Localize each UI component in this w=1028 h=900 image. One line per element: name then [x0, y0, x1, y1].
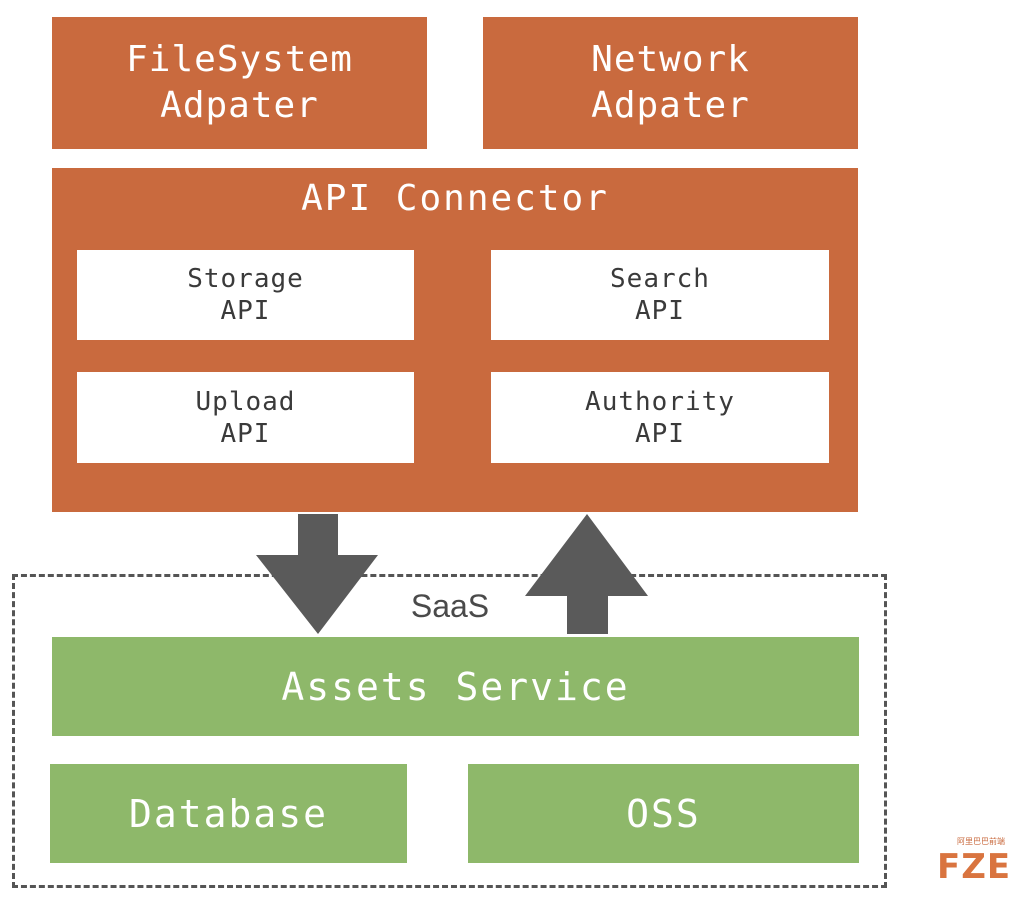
api-connector-title: API Connector — [301, 177, 609, 219]
saas-label: SaaS — [410, 587, 490, 624]
authority-api-label: Authority API — [585, 386, 735, 449]
assets-service-label: Assets Service — [281, 664, 630, 709]
fze-logo: 阿里巴巴前端 FZE — [937, 836, 1011, 887]
upload-api-box: Upload API — [77, 372, 414, 463]
filesystem-adapter-label: FileSystem Adpater — [126, 39, 353, 126]
assets-service-box: Assets Service — [52, 637, 859, 736]
saas-boundary — [12, 574, 887, 888]
database-label: Database — [128, 791, 329, 836]
authority-api-box: Authority API — [491, 372, 829, 463]
oss-label: OSS — [626, 791, 701, 836]
search-api-label: Search API — [610, 264, 710, 326]
network-adapter-box: Network Adpater — [483, 17, 858, 149]
oss-box: OSS — [468, 764, 859, 863]
logo-text: FZE — [937, 847, 1011, 887]
upload-api-label: Upload API — [195, 386, 296, 449]
search-api-box: Search API — [491, 250, 829, 340]
storage-api-box: Storage API — [77, 250, 414, 340]
logo-small-text: 阿里巴巴前端 — [957, 836, 1005, 846]
network-adapter-label: Network Adpater — [591, 39, 750, 126]
up-arrow-icon — [525, 514, 648, 634]
down-arrow-icon — [256, 514, 378, 634]
filesystem-adapter-box: FileSystem Adpater — [52, 17, 427, 149]
database-box: Database — [50, 764, 407, 863]
storage-api-label: Storage API — [187, 264, 304, 326]
